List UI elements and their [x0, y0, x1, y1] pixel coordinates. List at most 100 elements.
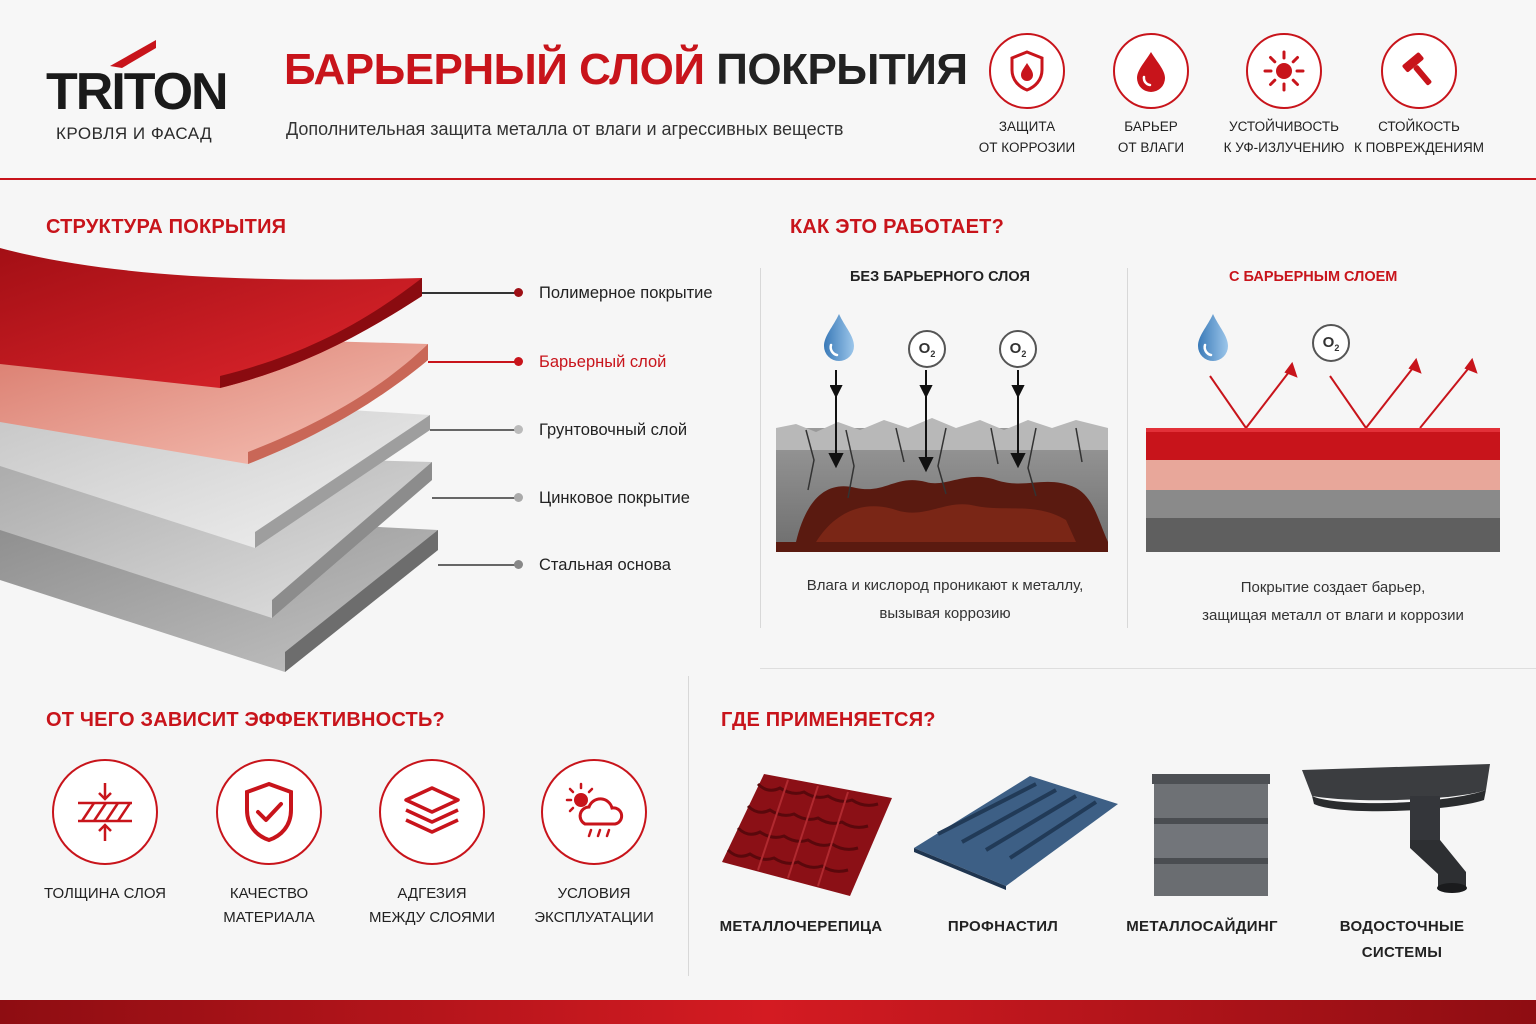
dot-barrier	[514, 357, 523, 366]
water-drop-icon	[1198, 314, 1228, 361]
structure-title: СТРУКТУРА ПОКРЫТИЯ	[46, 216, 287, 238]
feature-moisture: БАРЬЕР ОТ ВЛАГИ	[1071, 116, 1231, 158]
barrier-barrier-band	[1146, 460, 1500, 490]
oxygen-icon: O2	[908, 330, 946, 368]
without-caption-line1: Влага и кислород проникают к металлу,	[806, 577, 1084, 594]
oxygen-symbol: O	[918, 340, 931, 357]
feature-uv-line1: УСТОЙЧИВОСТЬ	[1229, 119, 1339, 134]
application-metal-tile: МЕТАЛЛОЧЕРЕПИЦА	[701, 914, 901, 940]
water-drop-icon	[824, 314, 854, 361]
efficiency-conditions: УСЛОВИЯ ЭКСПЛУАТАЦИИ	[504, 882, 684, 930]
sun-icon	[1246, 33, 1322, 109]
leader-steel	[438, 564, 518, 566]
leader-polymer	[422, 292, 518, 294]
oxygen-icon: O2	[999, 330, 1037, 368]
layer-label-polymer: Полимерное покрытие	[539, 284, 713, 302]
logo-roof-icon	[110, 40, 156, 68]
logo-tagline: КРОВЛЯ И ФАСАД	[56, 124, 213, 143]
application-corrugated-sheet: ПРОФНАСТИЛ	[903, 914, 1103, 940]
application-metal-tile-line1: МЕТАЛЛОЧЕРЕПИЦА	[719, 918, 883, 935]
hammer-icon	[1381, 33, 1457, 109]
shield-check-icon	[216, 759, 322, 865]
corroded-metal-illustration	[776, 370, 1108, 552]
layer-label-steel: Стальная основа	[539, 556, 671, 574]
gutter-system-image	[1302, 764, 1490, 893]
efficiency-adhesion-line2: МЕЖДУ СЛОЯМИ	[369, 909, 495, 926]
efficiency-conditions-line2: ЭКСПЛУАТАЦИИ	[534, 909, 654, 926]
application-gutter-system-line1: ВОДОСТОЧНЫЕ	[1339, 918, 1465, 935]
page-title: БАРЬЕРНЫЙ СЛОЙ ПОКРЫТИЯ	[284, 48, 968, 92]
efficiency-title: ОТ ЧЕГО ЗАВИСИТ ЭФФЕКТИВНОСТЬ?	[46, 709, 445, 731]
corrugated-sheet-image	[914, 776, 1118, 890]
oxygen-subscript: 2	[1021, 349, 1027, 359]
layer-label-zinc: Цинковое покрытие	[539, 489, 690, 507]
how-title: КАК ЭТО РАБОТАЕТ?	[790, 216, 1005, 238]
layer-label-barrier: Барьерный слой	[539, 353, 667, 371]
layer-label-primer: Грунтовочный слой	[539, 421, 688, 439]
penetration-arrows	[830, 372, 1025, 399]
efficiency-quality: КАЧЕСТВО МАТЕРИАЛА	[179, 882, 359, 930]
metal-siding-image	[1152, 774, 1270, 896]
barrier-steel-band	[1146, 518, 1500, 552]
page-title-dark: ПОКРЫТИЯ	[716, 45, 968, 94]
feature-moisture-line2: ОТ ВЛАГИ	[1117, 140, 1185, 155]
feature-moisture-line1: БАРЬЕР	[1124, 119, 1178, 134]
oxygen-symbol: O	[1009, 340, 1022, 357]
drop-icon	[1113, 33, 1189, 109]
bottom-divider	[688, 676, 689, 976]
with-caption: Покрытие создает барьер, защищая металл …	[1130, 574, 1536, 630]
metal-tile-image	[722, 774, 892, 896]
feature-damage-line2: К ПОВРЕЖДЕНИЯМ	[1354, 140, 1484, 155]
feature-corrosion: ЗАЩИТА ОТ КОРРОЗИИ	[947, 116, 1107, 158]
efficiency-quality-line2: МАТЕРИАЛА	[223, 909, 315, 926]
efficiency-quality-line1: КАЧЕСТВО	[229, 885, 309, 902]
feature-corrosion-line1: ЗАЩИТА	[998, 119, 1056, 134]
oxygen-icon: O2	[1312, 324, 1350, 362]
dot-primer	[514, 425, 523, 434]
with-heading: С БАРЬЕРНЫМ СЛОЕМ	[1229, 269, 1398, 285]
footer-bar	[0, 1000, 1536, 1024]
application-gutter-system: ВОДОСТОЧНЫЕ СИСТЕМЫ	[1302, 914, 1502, 966]
efficiency-conditions-line1: УСЛОВИЯ	[557, 885, 631, 902]
dot-zinc	[514, 493, 523, 502]
dot-steel	[514, 560, 523, 569]
efficiency-adhesion-line1: АДГЕЗИЯ	[397, 885, 467, 902]
layers-icon	[379, 759, 485, 865]
application-metal-siding-line1: МЕТАЛЛОСАЙДИНГ	[1126, 918, 1278, 935]
how-left-divider	[760, 268, 761, 628]
oxygen-subscript: 2	[930, 349, 936, 359]
protected-metal-illustration	[1146, 357, 1500, 552]
without-caption: Влага и кислород проникают к металлу, вы…	[760, 572, 1130, 628]
feature-damage-line1: СТОЙКОСТЬ	[1378, 119, 1460, 134]
leader-barrier	[428, 361, 518, 363]
header-divider	[0, 178, 1536, 180]
without-heading: БЕЗ БАРЬЕРНОГО СЛОЯ	[850, 269, 1030, 285]
application-corrugated-sheet-line1: ПРОФНАСТИЛ	[947, 918, 1059, 935]
efficiency-thickness: ТОЛЩИНА СЛОЯ	[15, 882, 195, 906]
application-metal-siding: МЕТАЛЛОСАЙДИНГ	[1102, 914, 1302, 940]
layer-stack-illustration	[0, 248, 438, 672]
efficiency-adhesion: АДГЕЗИЯ МЕЖДУ СЛОЯМИ	[342, 882, 522, 930]
leader-zinc	[432, 497, 518, 499]
without-caption-line2: вызывая коррозию	[879, 605, 1011, 622]
weather-icon	[541, 759, 647, 865]
barrier-primer-band	[1146, 490, 1500, 518]
with-caption-line2: защищая металл от влаги и коррозии	[1202, 607, 1464, 624]
how-bottom-divider	[760, 668, 1536, 669]
shield-drop-icon	[989, 33, 1065, 109]
oxygen-symbol: O	[1322, 334, 1335, 351]
how-middle-divider	[1127, 268, 1128, 628]
feature-corrosion-line2: ОТ КОРРОЗИИ	[978, 140, 1076, 155]
page-subtitle: Дополнительная защита металла от влаги и…	[286, 119, 844, 139]
leader-primer	[430, 429, 518, 431]
oxygen-subscript: 2	[1334, 343, 1340, 353]
efficiency-thickness-line1: ТОЛЩИНА СЛОЯ	[43, 885, 167, 902]
page-title-red: БАРЬЕРНЫЙ СЛОЙ	[284, 45, 705, 94]
feature-uv-line2: К УФ-ИЗЛУЧЕНИЮ	[1223, 140, 1345, 155]
application-gutter-system-line2: СИСТЕМЫ	[1361, 944, 1443, 961]
with-caption-line1: Покрытие создает барьер,	[1240, 579, 1426, 596]
applications-title: ГДЕ ПРИМЕНЯЕТСЯ?	[721, 709, 936, 731]
feature-damage: СТОЙКОСТЬ К ПОВРЕЖДЕНИЯМ	[1339, 116, 1499, 158]
feature-uv: УСТОЙЧИВОСТЬ К УФ-ИЗЛУЧЕНИЮ	[1204, 116, 1364, 158]
thickness-icon	[52, 759, 158, 865]
